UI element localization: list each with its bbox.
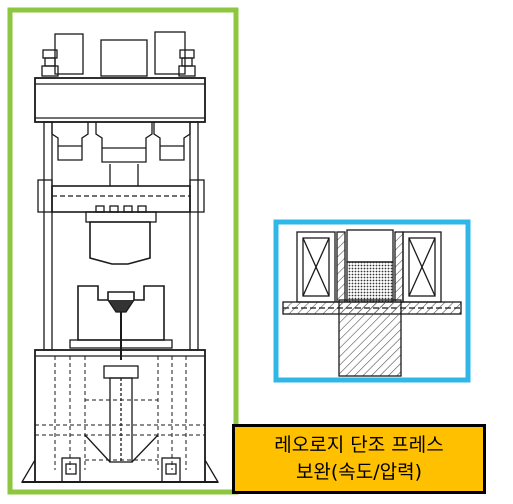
- caption-line-2: 보완(속도/압력): [295, 461, 423, 483]
- die-detail-drawing: [282, 229, 462, 377]
- caption-box: 레오로지 단조 프레스 보완(속도/압력): [232, 424, 486, 494]
- forging-press-drawing: [20, 31, 220, 483]
- caption-line-1: 레오로지 단조 프레스: [274, 434, 444, 456]
- press-frame: [7, 7, 239, 495]
